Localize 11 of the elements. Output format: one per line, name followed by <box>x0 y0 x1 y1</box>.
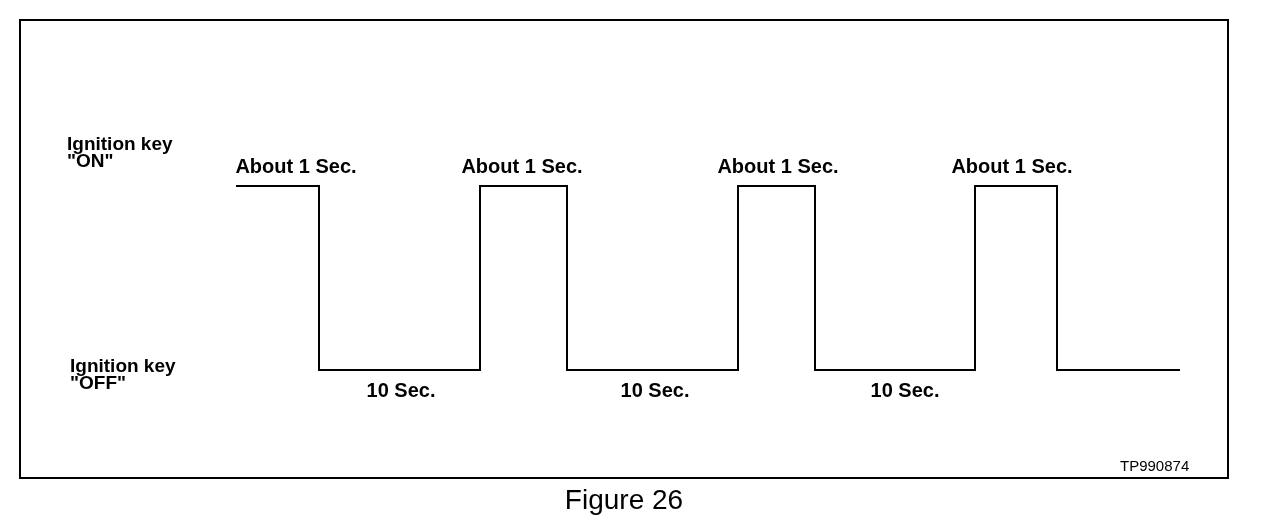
duration-label: 10 Sec. <box>620 380 690 400</box>
duration-label: About 1 Sec. <box>235 156 357 176</box>
duration-label: 10 Sec. <box>870 380 940 400</box>
figure-caption: Figure 26 <box>564 484 684 516</box>
axis-label: Ignition key "OFF" <box>70 357 177 391</box>
figure-code: TP990874 <box>1120 456 1190 476</box>
duration-label: About 1 Sec. <box>951 156 1073 176</box>
axis-label: Ignition key "ON" <box>67 135 174 169</box>
duration-label: About 1 Sec. <box>461 156 583 176</box>
duration-label: 10 Sec. <box>366 380 436 400</box>
duration-label: About 1 Sec. <box>717 156 839 176</box>
